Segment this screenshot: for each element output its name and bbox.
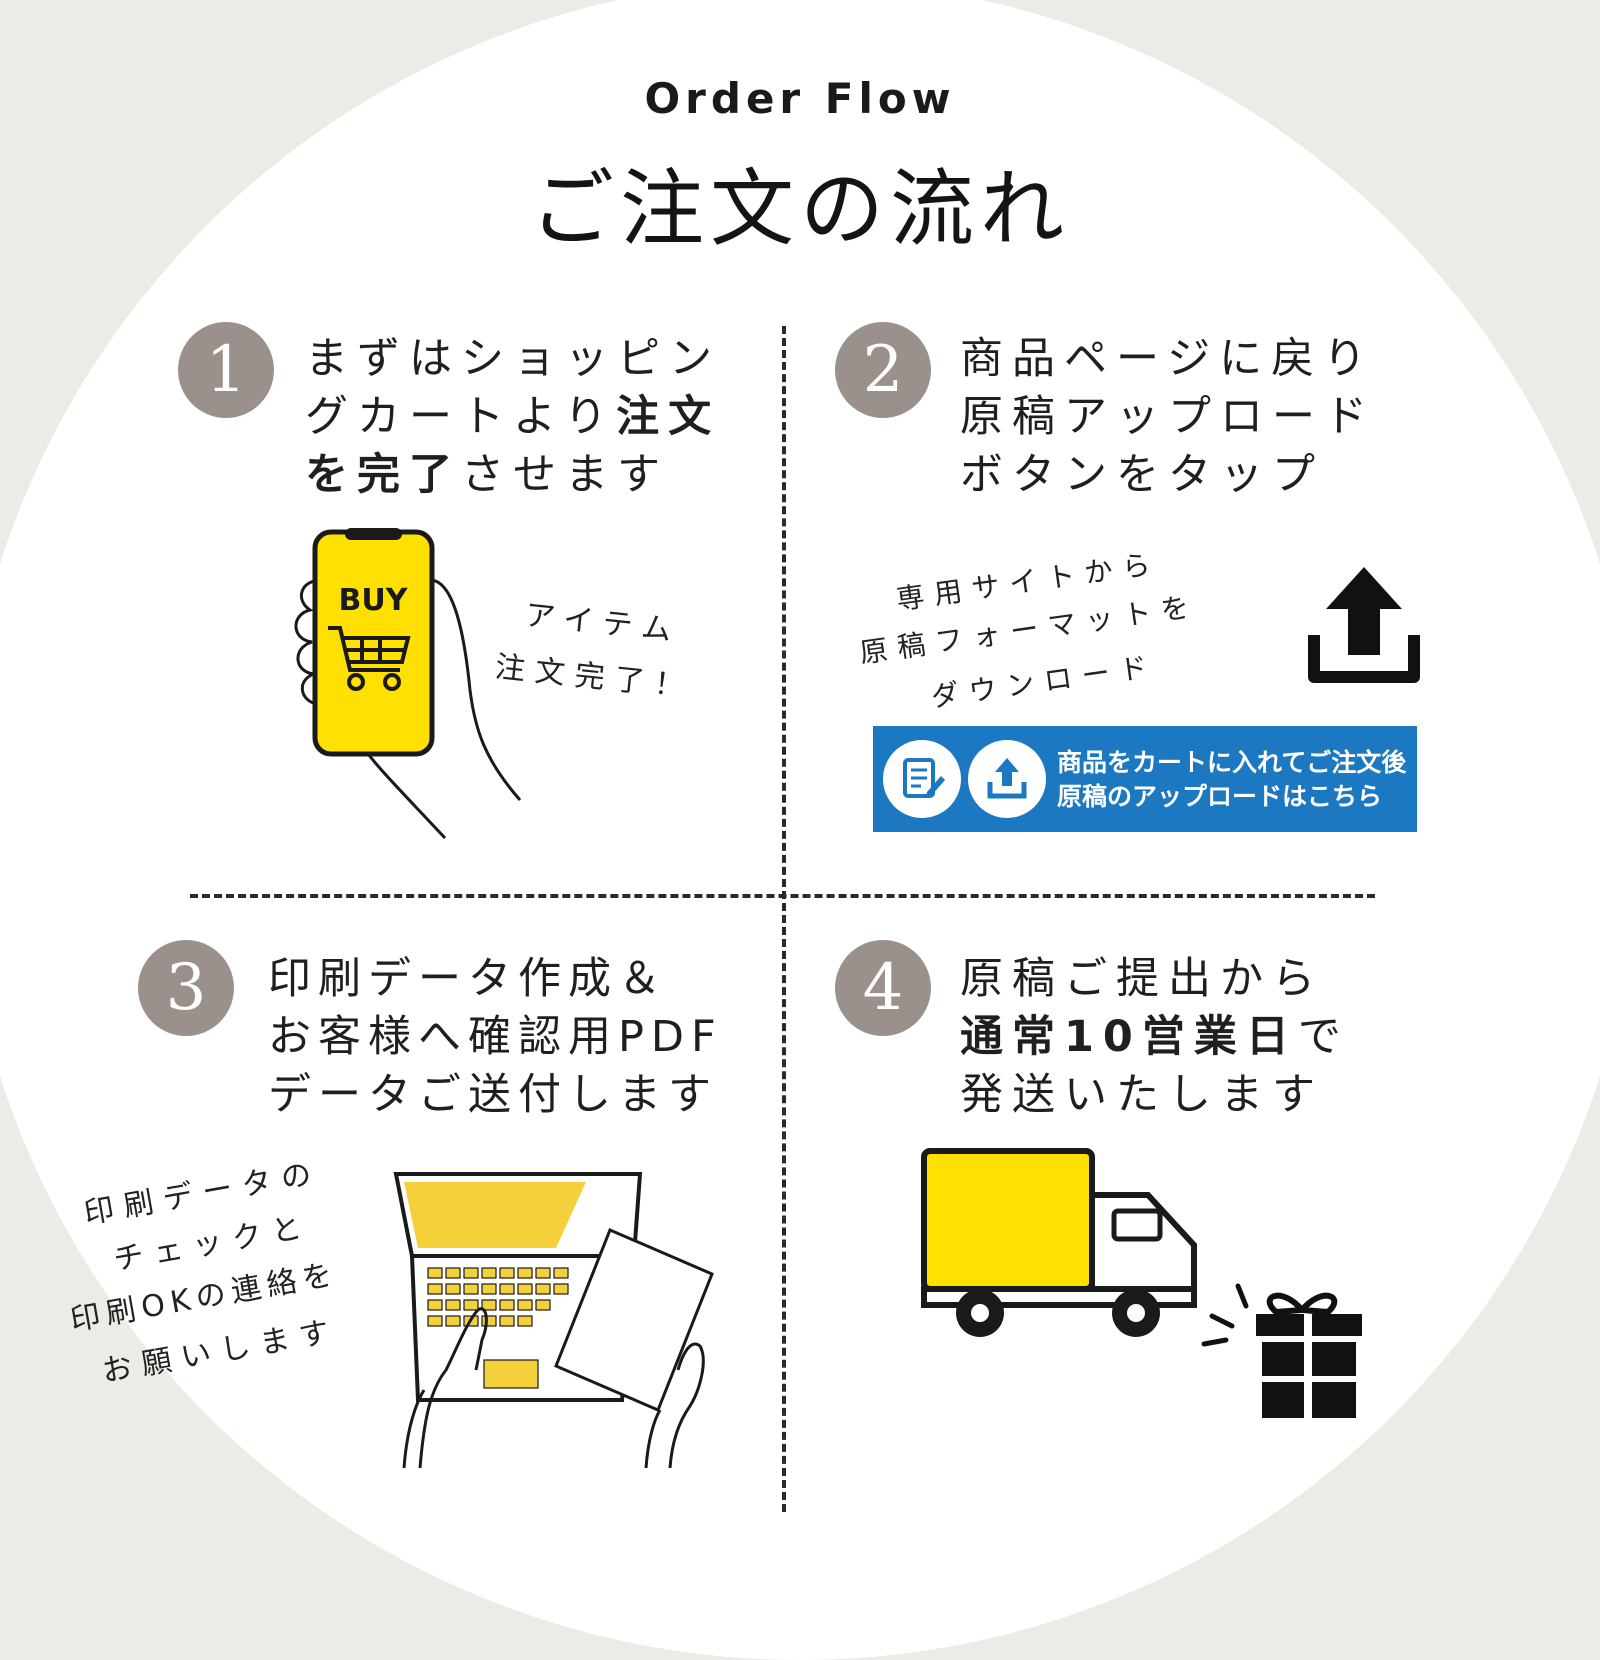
step-4-description: 原稿ご提出から 通常10営業日で 発送いたします <box>960 950 1350 1124</box>
banner-text: 商品をカートに入れてご注文後 原稿のアップロードはこちら <box>1057 746 1406 814</box>
step-1-line1: まずはショッピン <box>305 334 721 384</box>
step-3-line3: データご送付します <box>268 1070 718 1120</box>
document-edit-icon <box>883 740 961 818</box>
step-1-line2-bold: 注文 <box>616 392 721 442</box>
step-3-line2: お客様へ確認用PDF <box>268 1012 723 1062</box>
step-2-number-badge: 2 <box>835 322 931 418</box>
step-2-line2: 原稿アップロード <box>960 392 1376 442</box>
step-2-line1: 商品ページに戻り <box>960 334 1376 384</box>
step-4-line2-regular: で <box>1297 1012 1350 1062</box>
step-4-line1: 原稿ご提出から <box>960 954 1324 1004</box>
step-1-number-badge: 1 <box>178 322 274 418</box>
step-1-line2-regular: グカートより <box>305 392 617 442</box>
laptop-illustration <box>393 1172 714 1469</box>
upload-icon <box>1308 567 1420 683</box>
phone-buy-label: BUY <box>339 583 409 618</box>
page-title: ご注文の流れ <box>529 160 1070 258</box>
step-1-description: まずはショッピン グカートより注文 を完了させます <box>305 330 721 504</box>
cart-icon <box>328 626 411 691</box>
delivery-truck-icon <box>921 1148 1197 1337</box>
upload-circle-icon <box>968 740 1046 818</box>
step-1-line3-regular: させます <box>461 450 669 500</box>
banner-line1: 商品をカートに入れてご注文後 <box>1057 748 1407 777</box>
section-eyebrow: Order Flow <box>644 74 956 123</box>
step-2-description: 商品ページに戻り 原稿アップロード ボタンをタップ <box>960 330 1376 504</box>
horizontal-divider <box>190 894 1375 898</box>
step-3-description: 印刷データ作成＆ お客様へ確認用PDF データご送付します <box>268 950 723 1124</box>
keyboard-keys <box>427 1267 569 1389</box>
step-3-number-badge: 3 <box>138 940 234 1036</box>
phone-in-hand-illustration: BUY <box>294 528 522 840</box>
manuscript-upload-banner-button[interactable]: 商品をカートに入れてご注文後 原稿のアップロードはこちら <box>873 726 1417 832</box>
step-4-line3: 発送いたします <box>960 1070 1324 1120</box>
step-4-line2-bold: 通常10営業日 <box>960 1012 1298 1062</box>
step-1-line3-bold: を完了 <box>305 450 461 500</box>
step-4-number-badge: 4 <box>835 940 931 1036</box>
gift-box-icon <box>1201 1283 1362 1418</box>
step-3-line1: 印刷データ作成＆ <box>268 954 668 1004</box>
step-2-line3: ボタンをタップ <box>960 450 1324 500</box>
vertical-divider <box>782 326 786 1512</box>
banner-line2: 原稿のアップロードはこちら <box>1057 782 1383 811</box>
